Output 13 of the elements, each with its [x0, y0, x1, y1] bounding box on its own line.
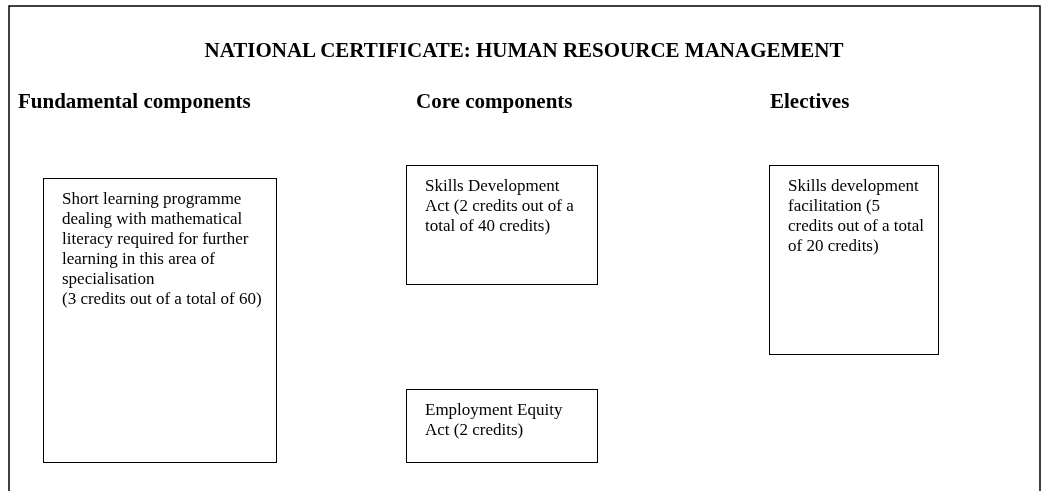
column-heading: Electives	[770, 89, 850, 114]
box-text: Employment Equity Act (2 credits)	[425, 400, 564, 440]
column-heading: Fundamental components	[18, 89, 251, 114]
box-text: (3 credits out of a total of 60)	[62, 289, 263, 309]
column-heading: Core components	[416, 89, 573, 114]
text-box	[406, 389, 598, 463]
text-box	[406, 165, 598, 285]
box-text: Skills Development Act (2 credits out of a total of 40 credits)	[425, 176, 575, 236]
box-text: Short learning programme dealing with mathematical literacy required for further learning in this area of specialisation	[62, 189, 250, 289]
box-text: Skills development facilitation (5 credits out of a total of 20 credits)	[788, 176, 925, 256]
text-box	[43, 178, 277, 463]
title: NATIONAL CERTIFICATE: HUMAN RESOURCE MANAGEMENT	[203, 38, 845, 63]
text-box	[769, 165, 939, 355]
